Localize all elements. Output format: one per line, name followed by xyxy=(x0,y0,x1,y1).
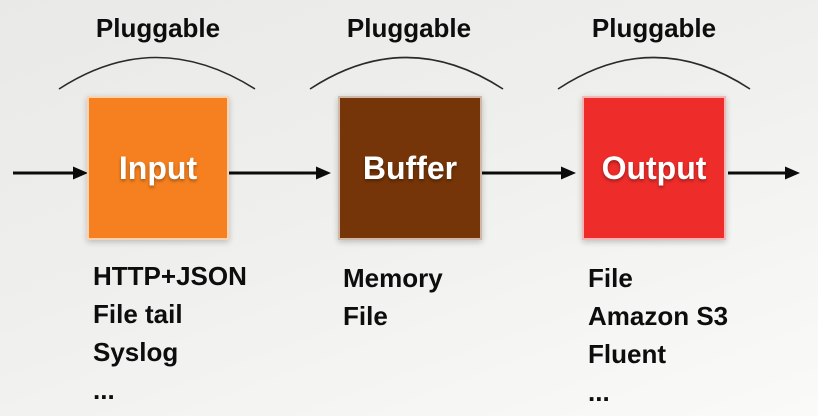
input-box: Input xyxy=(87,96,229,240)
pluggable-label-buffer: Pluggable xyxy=(346,13,472,43)
output-box: Output xyxy=(582,96,726,240)
pluggable-arc-output xyxy=(557,56,751,90)
list-item: Amazon S3 xyxy=(588,301,729,331)
output-box-label: Output xyxy=(601,149,707,186)
pluggable-label-output: Pluggable xyxy=(591,13,717,43)
pluggable-arc-input xyxy=(58,56,256,90)
list-item: ... xyxy=(93,375,115,405)
buffer-box: Buffer xyxy=(338,96,482,240)
flow-arrow-buffer-to-output xyxy=(482,166,576,180)
buffer-plugin-list: Memory File xyxy=(343,259,443,335)
list-item: ... xyxy=(588,377,610,407)
buffer-box-label: Buffer xyxy=(362,149,458,186)
list-item: Memory xyxy=(343,263,443,293)
output-plugin-list: File Amazon S3 Fluent ... xyxy=(588,259,728,411)
flow-arrow-into-input xyxy=(13,166,88,180)
list-item: HTTP+JSON xyxy=(93,261,247,291)
list-item: Fluent xyxy=(588,339,666,369)
pluggable-label-input: Pluggable xyxy=(95,13,221,43)
input-box-label: Input xyxy=(118,149,198,186)
list-item: File tail xyxy=(93,299,183,329)
pluggable-arc-buffer xyxy=(309,56,504,90)
input-plugin-list: HTTP+JSON File tail Syslog ... xyxy=(93,257,247,409)
list-item: File xyxy=(343,301,388,331)
flow-arrow-input-to-buffer xyxy=(229,166,331,180)
list-item: Syslog xyxy=(93,337,179,367)
flow-arrow-out-of-output xyxy=(728,166,800,180)
list-item: File xyxy=(588,263,633,293)
